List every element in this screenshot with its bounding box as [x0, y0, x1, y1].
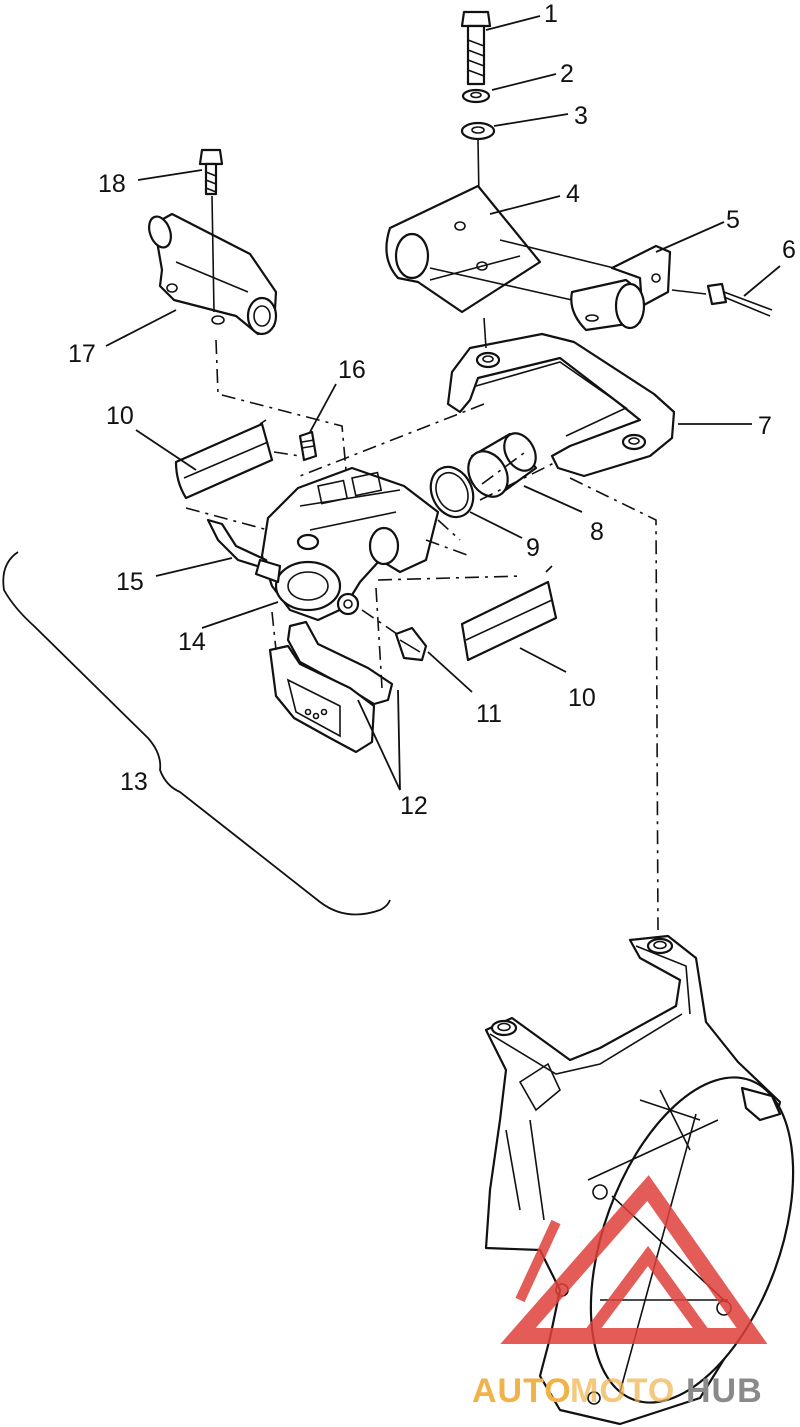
callout-11: 11 [476, 700, 502, 728]
callout-14: 14 [178, 628, 206, 656]
part-16-bleeder-screw [298, 430, 318, 462]
callout-10-upper: 10 [106, 402, 134, 430]
chaincase-housing [484, 934, 795, 1426]
watermark-text: AUTO MOTO HUB [472, 1372, 763, 1410]
callout-13: 13 [120, 768, 148, 796]
callout-6: 6 [782, 236, 796, 264]
callout-12: 12 [400, 792, 428, 820]
callout-5: 5 [726, 206, 740, 234]
part-17-housing [148, 212, 278, 336]
caliper-body [260, 466, 440, 622]
callout-3: 3 [574, 102, 588, 130]
svg-text:AUTO: AUTO [472, 1372, 572, 1410]
part-4-bracket [385, 184, 542, 314]
callout-9: 9 [526, 534, 540, 562]
callout-4: 4 [566, 180, 580, 208]
group-13-bracket [2, 551, 391, 916]
callout-18: 18 [98, 170, 126, 198]
part-2-lock-washer [461, 88, 491, 104]
part-7-frame [446, 332, 676, 478]
part-3-flat-washer [460, 121, 496, 141]
callout-2: 2 [560, 60, 574, 88]
part-1-bolt [460, 10, 492, 86]
callout-1: 1 [544, 0, 558, 28]
svg-text:MOTO: MOTO [570, 1372, 675, 1410]
part-12-brake-pads [268, 620, 394, 754]
callout-15: 15 [116, 568, 144, 596]
callout-16: 16 [338, 356, 366, 384]
callout-8: 8 [590, 518, 604, 546]
watermark-logo [500, 1175, 768, 1344]
part-9-seal-ring [429, 465, 475, 519]
part-10-shim-upper [174, 419, 274, 500]
callout-10-lower: 10 [568, 684, 596, 712]
part-6-pin [706, 282, 773, 317]
part-5-pivot-block [570, 244, 672, 332]
part-18-screw [198, 148, 224, 196]
callout-17: 17 [68, 340, 96, 368]
part-8-piston [467, 432, 538, 498]
svg-text:HUB: HUB [686, 1372, 763, 1410]
callout-7: 7 [758, 412, 772, 440]
part-10-shim-lower [460, 565, 558, 662]
part-11-fitting [394, 626, 428, 662]
part-15-brake-line [206, 518, 282, 584]
